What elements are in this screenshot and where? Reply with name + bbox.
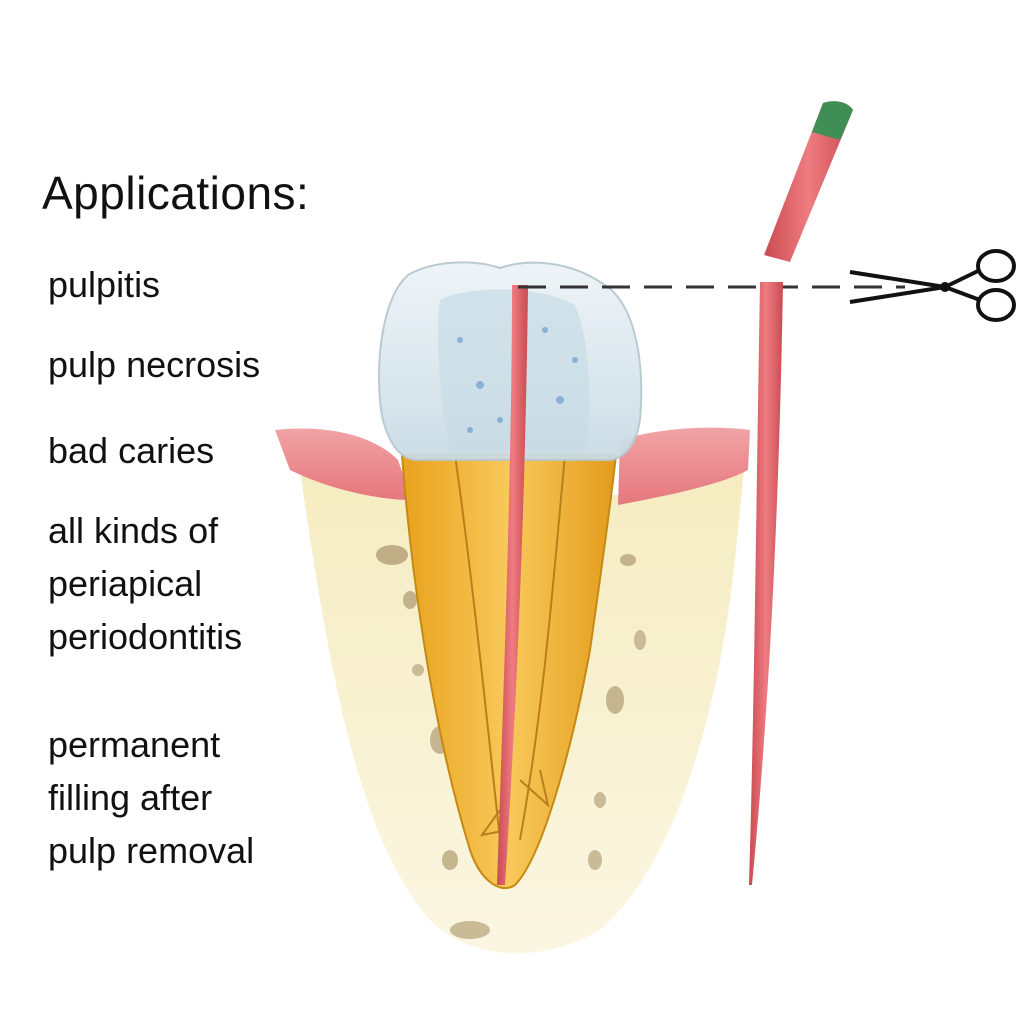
gum [275,427,750,505]
application-pulp-necrosis: pulp necrosis [48,338,260,391]
application-periapical-periodontitis: all kinds of periapical periodontitis [48,504,242,663]
application-line: pulp necrosis [48,344,261,385]
gutta-percha-point-bottom [749,282,783,885]
applications-heading: Applications: [42,167,310,219]
application-line: bad caries [48,430,215,471]
gutta-percha-in-canal [497,285,528,885]
application-line: all kinds of [48,510,219,551]
application-line: permanent [48,724,221,765]
application-line: periapical [48,563,203,604]
scissors-icon [849,249,1016,322]
application-line: pulp removal [48,830,255,871]
application-line: pulpitis [48,264,161,305]
application-bad-caries: bad caries [48,424,214,477]
gutta-percha-point-top [764,101,853,262]
tooth-crown [378,261,643,461]
application-line: filling after [48,777,213,818]
application-line: periodontitis [48,616,243,657]
application-pulpitis: pulpitis [48,258,160,311]
application-permanent-filling: permanent filling after pulp removal [48,718,254,877]
